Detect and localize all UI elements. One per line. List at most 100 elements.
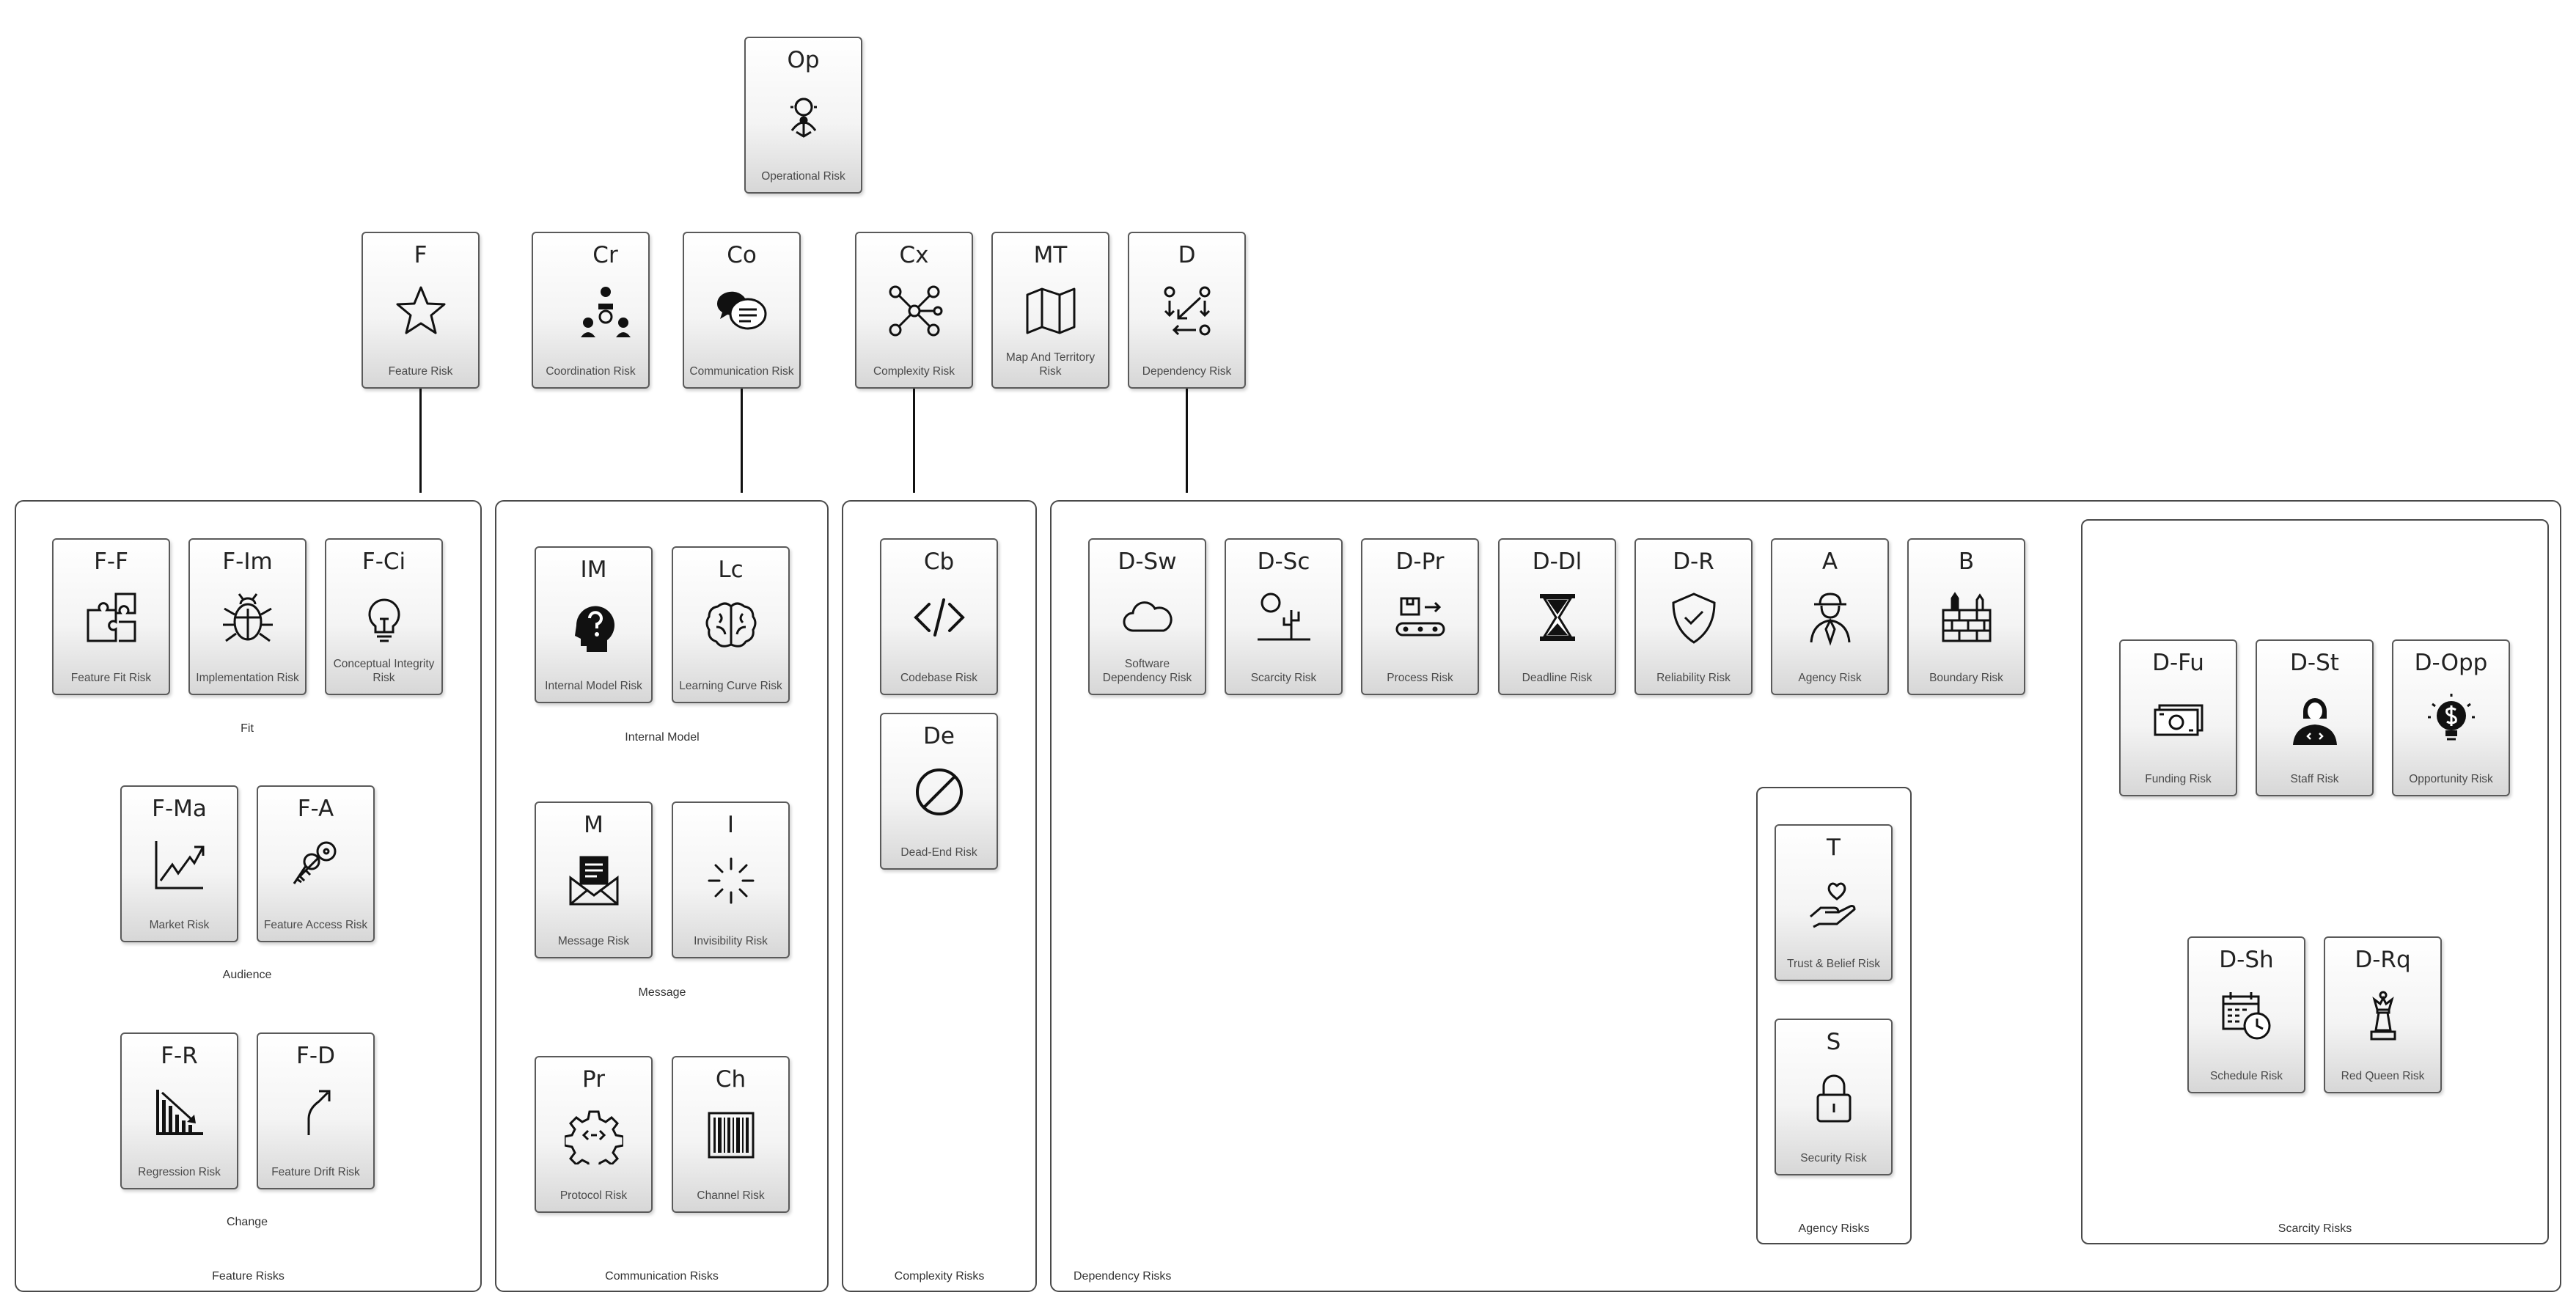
complexity-risks-title: Complexity Risks — [894, 1270, 985, 1283]
card-boundary-risk[interactable]: B Boundary Risk — [1907, 538, 2025, 695]
card-name: Communication Risk — [689, 365, 794, 378]
connector-d-to-dependency — [1186, 389, 1188, 493]
card-code: D-Pr — [1395, 549, 1445, 575]
card-scarcity-risk[interactable]: D-Sc Scarcity Risk — [1225, 538, 1343, 695]
invisible-burst-icon — [702, 851, 760, 910]
card-name: Feature Fit Risk — [70, 672, 152, 684]
card-schedule-risk[interactable]: D-Sh Schedule Risk — [2187, 936, 2305, 1093]
card-learning-curve-risk[interactable]: Lc Learning Curve Risk — [672, 546, 790, 703]
card-invisibility-risk[interactable]: I Invisibility Risk — [672, 801, 790, 958]
card-process-risk[interactable]: D-Pr Process Risk — [1361, 538, 1479, 695]
agent-person-icon — [1801, 588, 1860, 647]
card-name: Staff Risk — [2290, 773, 2339, 785]
card-name: Process Risk — [1387, 672, 1453, 684]
card-name: Schedule Risk — [2209, 1070, 2283, 1082]
card-internal-model-risk[interactable]: IM Internal Model Risk — [535, 546, 653, 703]
card-operational-risk[interactable]: Op Operational Risk — [744, 37, 862, 194]
card-feature-access-risk[interactable]: F-A Feature Access Risk — [257, 785, 375, 942]
card-code: T — [1827, 834, 1841, 861]
card-name: Map And Territory Risk — [1005, 351, 1096, 378]
card-name: Feature Risk — [388, 365, 453, 378]
card-market-risk[interactable]: F-Ma Market Risk — [120, 785, 238, 942]
card-channel-risk[interactable]: Ch Channel Risk — [672, 1056, 790, 1213]
scarcity-risks-group: Scarcity Risks — [2081, 519, 2549, 1244]
card-name: Channel Risk — [697, 1189, 765, 1202]
code-brackets-icon — [910, 588, 969, 647]
card-feature-drift-risk[interactable]: F-D Feature Drift Risk — [257, 1032, 375, 1189]
card-feature-risk[interactable]: F Feature Risk — [362, 232, 480, 389]
card-code: Pr — [582, 1066, 605, 1093]
card-software-dependency-risk[interactable]: D-Sw Software Dependency Risk — [1088, 538, 1206, 695]
card-protocol-risk[interactable]: Pr Protocol Risk — [535, 1056, 653, 1213]
card-name: Invisibility Risk — [694, 935, 768, 947]
feature-risks-title: Feature Risks — [212, 1270, 285, 1283]
card-implementation-risk[interactable]: F-Im Implementation Risk — [188, 538, 307, 695]
card-name: Scarcity Risk — [1250, 672, 1317, 684]
card-message-risk[interactable]: M Message Risk — [535, 801, 653, 958]
card-deadline-risk[interactable]: D-Dl Deadline Risk — [1498, 538, 1616, 695]
money-icon — [2149, 689, 2208, 748]
calendar-clock-icon — [2217, 986, 2276, 1045]
card-codebase-risk[interactable]: Cb Codebase Risk — [880, 538, 998, 695]
card-coordination-risk[interactable]: Cr Coordination Risk — [532, 232, 650, 389]
brain-icon — [702, 596, 760, 655]
network-nodes-icon — [885, 282, 944, 340]
card-name: Feature Drift Risk — [271, 1166, 360, 1178]
card-code: D-Sw — [1118, 549, 1177, 575]
communication-risks-title: Communication Risks — [605, 1270, 719, 1283]
card-red-queen-risk[interactable]: D-Rq Red Queen Risk — [2324, 936, 2442, 1093]
card-map-and-territory-risk[interactable]: MT Map And Territory Risk — [991, 232, 1109, 389]
trend-up-icon — [150, 835, 209, 894]
card-code: F-Ci — [362, 549, 406, 575]
card-dependency-risk[interactable]: D Dependency Risk — [1128, 232, 1246, 389]
card-staff-risk[interactable]: D-St Staff Risk — [2256, 639, 2374, 796]
card-trust-belief-risk[interactable]: T Trust & Belief Risk — [1775, 824, 1893, 981]
card-communication-risk[interactable]: Co Communication Risk — [683, 232, 801, 389]
card-code: Co — [727, 242, 757, 268]
scarcity-risks-title: Scarcity Risks — [2278, 1222, 2352, 1235]
card-regression-risk[interactable]: F-R Regression Risk — [120, 1032, 238, 1189]
card-code: D-Sc — [1257, 549, 1310, 575]
bar-chart-down-icon — [150, 1082, 209, 1141]
fit-label: Fit — [241, 722, 254, 735]
curved-arrow-icon — [287, 1082, 345, 1141]
card-name: Coordination Risk — [546, 365, 636, 378]
card-code: Cb — [923, 549, 955, 575]
card-opportunity-risk[interactable]: D-Opp Opportunity Risk — [2392, 639, 2510, 796]
card-code: F-F — [94, 549, 128, 575]
card-feature-fit-risk[interactable]: F-F Feature Fit Risk — [52, 538, 170, 695]
card-code: Cr — [592, 242, 618, 268]
card-reliability-risk[interactable]: D-R Reliability Risk — [1634, 538, 1753, 695]
card-name: Trust & Belief Risk — [1787, 958, 1880, 970]
card-name: Funding Risk — [2145, 773, 2212, 785]
message-label: Message — [638, 986, 686, 999]
agency-risks-title: Agency Risks — [1798, 1222, 1870, 1235]
card-code: F-Im — [222, 549, 273, 575]
card-code: Cx — [899, 242, 929, 268]
speech-bubbles-icon — [713, 282, 771, 340]
card-agency-risk[interactable]: A Agency Risk — [1771, 538, 1889, 695]
card-conceptual-integrity-risk[interactable]: F-Ci Conceptual Integrity Risk — [325, 538, 443, 695]
folded-map-icon — [1021, 282, 1080, 340]
star-icon — [392, 282, 450, 340]
keys-icon — [287, 835, 345, 894]
conveyor-icon — [1391, 588, 1450, 647]
envelope-icon — [565, 851, 623, 910]
card-code: D-R — [1673, 549, 1714, 575]
card-complexity-risk[interactable]: Cx Complexity Risk — [855, 232, 973, 389]
card-code: I — [727, 812, 735, 838]
dependency-arrows-icon — [1158, 282, 1217, 340]
card-code: F-A — [297, 796, 334, 822]
shield-check-icon — [1665, 588, 1723, 647]
card-funding-risk[interactable]: D-Fu Funding Risk — [2119, 639, 2237, 796]
card-name: Learning Curve Risk — [679, 680, 782, 692]
card-code: F-Ma — [152, 796, 207, 822]
card-code: M — [584, 812, 603, 838]
card-dead-end-risk[interactable]: De Dead-End Risk — [880, 713, 998, 870]
no-entry-icon — [910, 763, 969, 821]
card-security-risk[interactable]: S Security Risk — [1775, 1019, 1893, 1175]
card-code: Op — [787, 47, 820, 73]
card-code: F-R — [161, 1043, 198, 1069]
card-code: D-Fu — [2152, 650, 2204, 676]
connector-co-to-communication — [741, 389, 743, 493]
